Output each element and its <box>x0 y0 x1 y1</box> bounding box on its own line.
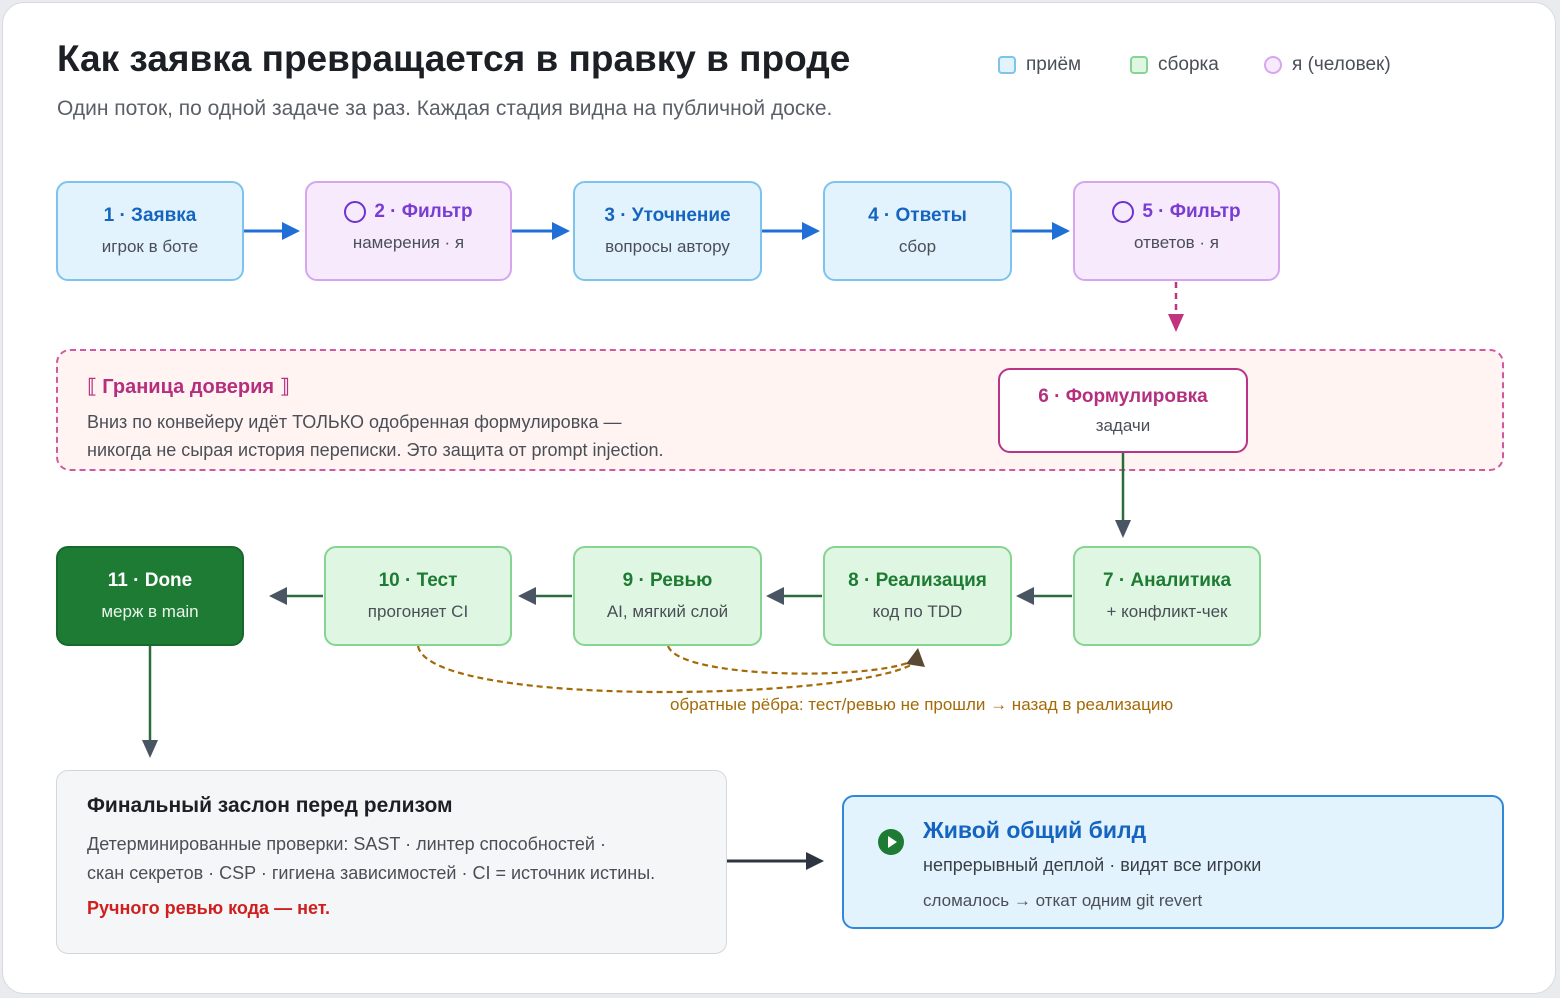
final-gate-text: Детерминированные проверки: SAST · линте… <box>87 830 655 888</box>
trust-boundary-line1: Вниз по конвейеру идёт ТОЛЬКО одобренная… <box>87 412 622 432</box>
stage-4-answers: 4 · Ответы сбор <box>823 181 1012 281</box>
stage-9-review: 9 · Ревью AI, мягкий слой <box>573 546 762 646</box>
play-icon <box>878 829 904 855</box>
stage-6-formulation: 6 · Формулировка задачи <box>998 368 1248 453</box>
trust-boundary-title: ⟦ Граница доверия ⟧ <box>87 376 290 398</box>
legend-intake-label: приём <box>1026 54 1082 75</box>
live-build-title: Живой общий билд <box>923 817 1147 843</box>
live-build-line2: сломалось → откат одним git revert <box>923 891 1203 910</box>
stage-8-subtitle: код по TDD <box>872 602 963 621</box>
stage-10-test: 10 · Тест прогоняет CI <box>324 546 512 646</box>
legend-build: сборка <box>1130 52 1219 78</box>
trust-boundary-text: Вниз по конвейеру идёт ТОЛЬКО одобренная… <box>87 408 664 464</box>
final-gate-warning: Ручного ревью кода — нет. <box>87 898 330 918</box>
legend-intake: приём <box>998 52 1081 78</box>
arrow-3-4 <box>762 222 820 240</box>
legend-build-swatch <box>1130 56 1148 74</box>
final-gate-title: Финальный заслон перед релизом <box>87 794 453 817</box>
back-edge-9-8 <box>666 645 925 675</box>
arrow-2-3 <box>512 222 570 240</box>
stage-11-title: 11 · Done <box>107 570 193 591</box>
stage-7-title: 7 · Аналитика <box>1102 570 1232 591</box>
arrow-7-8 <box>1016 587 1072 605</box>
final-gate-line2: скан секретов · CSP · гигиена зависимост… <box>87 863 656 883</box>
arrow-6-7 <box>1115 453 1131 538</box>
page-title: Как заявка превращается в правку в проде <box>57 38 851 79</box>
legend-human: я (человек) <box>1264 52 1391 78</box>
live-build <box>842 795 1504 929</box>
stage-11-subtitle: мерж в main <box>101 602 199 621</box>
stage-3-clarify: 3 · Уточнение вопросы автору <box>573 181 762 281</box>
live-build-line1: непрерывный деплой · видят все игроки <box>923 855 1262 875</box>
trust-boundary-line2: никогда не сырая история переписки. Это … <box>87 440 664 460</box>
legend-human-label: я (человек) <box>1292 54 1391 75</box>
legend-intake-swatch <box>998 56 1016 74</box>
stage-2-head: 2 · Фильтр <box>344 201 473 223</box>
stage-2-intent-filter: 2 · Фильтр намерения · я <box>305 181 512 281</box>
stage-10-title: 10 · Тест <box>378 570 458 591</box>
legend-build-label: сборка <box>1158 54 1219 75</box>
stage-1-subtitle: игрок в боте <box>101 237 199 256</box>
stage-5-subtitle: ответов · я <box>1134 233 1219 252</box>
stage-3-subtitle: вопросы автору <box>605 237 730 256</box>
stage-2-title: 2 · Фильтр <box>374 201 473 222</box>
arrow-final-live <box>727 852 824 870</box>
stage-1-request: 1 · Заявка игрок в боте <box>56 181 244 281</box>
stage-8-implementation: 8 · Реализация код по TDD <box>823 546 1012 646</box>
final-gate <box>56 770 727 954</box>
back-edge-10-8 <box>416 645 919 694</box>
stage-1-title: 1 · Заявка <box>103 205 197 226</box>
human-circle-icon <box>1112 201 1135 223</box>
arrow-5-6 <box>1168 282 1184 332</box>
arrow-8-9 <box>766 587 822 605</box>
human-circle-icon <box>344 201 367 223</box>
arrow-1-2 <box>244 222 300 240</box>
arrow-11-final <box>142 646 158 758</box>
stage-9-title: 9 · Ревью <box>622 570 713 591</box>
back-edges-label: обратные рёбра: тест/ревью не прошли → н… <box>670 695 1174 714</box>
stage-5-answer-filter: 5 · Фильтр ответов · я <box>1073 181 1280 281</box>
stage-7-analytics: 7 · Аналитика + конфликт-чек <box>1073 546 1261 646</box>
stage-8-title: 8 · Реализация <box>848 570 987 591</box>
stage-6-subtitle: задачи <box>1095 415 1151 435</box>
page-subtitle: Один поток, по одной задаче за раз. Кажд… <box>57 97 833 120</box>
stage-5-title: 5 · Фильтр <box>1142 201 1241 222</box>
stage-2-subtitle: намерения · я <box>352 233 465 252</box>
stage-7-subtitle: + конфликт-чек <box>1106 602 1228 621</box>
stage-6-title: 6 · Формулировка <box>1038 385 1208 407</box>
stage-4-title: 4 · Ответы <box>868 205 967 226</box>
stage-5-head: 5 · Фильтр <box>1112 201 1241 223</box>
arrow-9-10 <box>518 587 572 605</box>
arrow-10-11 <box>269 587 323 605</box>
arrow-4-5 <box>1012 222 1070 240</box>
legend-human-swatch <box>1264 56 1282 74</box>
stage-11-done: 11 · Done мерж в main <box>56 546 244 646</box>
final-gate-line1: Детерминированные проверки: SAST · линте… <box>87 834 606 854</box>
stage-3-title: 3 · Уточнение <box>604 205 731 226</box>
stage-4-subtitle: сбор <box>898 237 937 256</box>
stage-10-subtitle: прогоняет CI <box>367 602 469 621</box>
stage-9-subtitle: AI, мягкий слой <box>606 602 729 621</box>
trust-boundary <box>56 349 1504 471</box>
